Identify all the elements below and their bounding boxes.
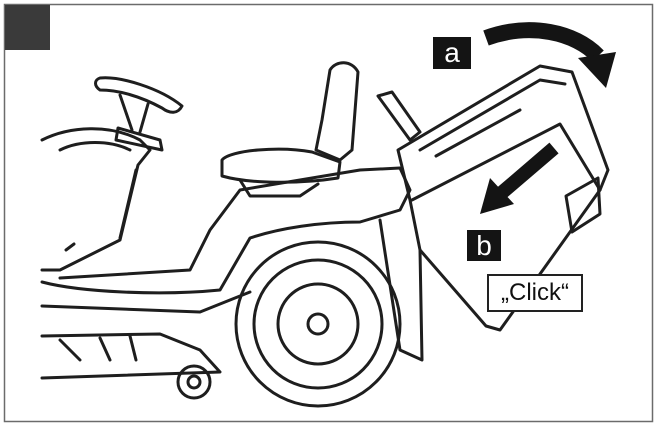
deck-wheel-hub [186,374,202,390]
dashboard [114,126,164,152]
catcher-handle [564,176,602,234]
rear-bracket [378,218,424,362]
rear-tire [234,240,402,408]
rear-rim [252,258,384,390]
catcher-lever [376,90,422,142]
mower-drawing [40,61,610,408]
chassis-line [40,290,252,314]
catcher-mid-edge [410,122,602,202]
catcher-rib [434,108,522,158]
click-callout: „Click“ [487,274,583,312]
rear-hub [306,312,330,336]
hood-detail [64,242,76,252]
step-label-a: a [433,37,471,69]
hood-line [58,141,132,152]
steering-wheel [94,76,184,114]
body-frame [40,166,412,295]
frame-pillar [118,168,138,240]
catcher-top-edge [418,78,567,152]
mower-deck [40,332,222,380]
rear-hub-outer [276,282,360,366]
deck-details [58,334,138,362]
curved-arrow-icon [483,22,616,88]
grass-catcher [396,64,610,332]
frame-border [3,3,654,423]
step-label-b: b [467,230,501,261]
deck-wheel [176,364,212,400]
seat-back [314,61,360,162]
seat-cushion [220,147,342,184]
straight-arrow-icon [480,142,559,214]
front-hood [40,127,152,272]
steering-column [118,93,150,134]
corner-box [5,5,50,50]
